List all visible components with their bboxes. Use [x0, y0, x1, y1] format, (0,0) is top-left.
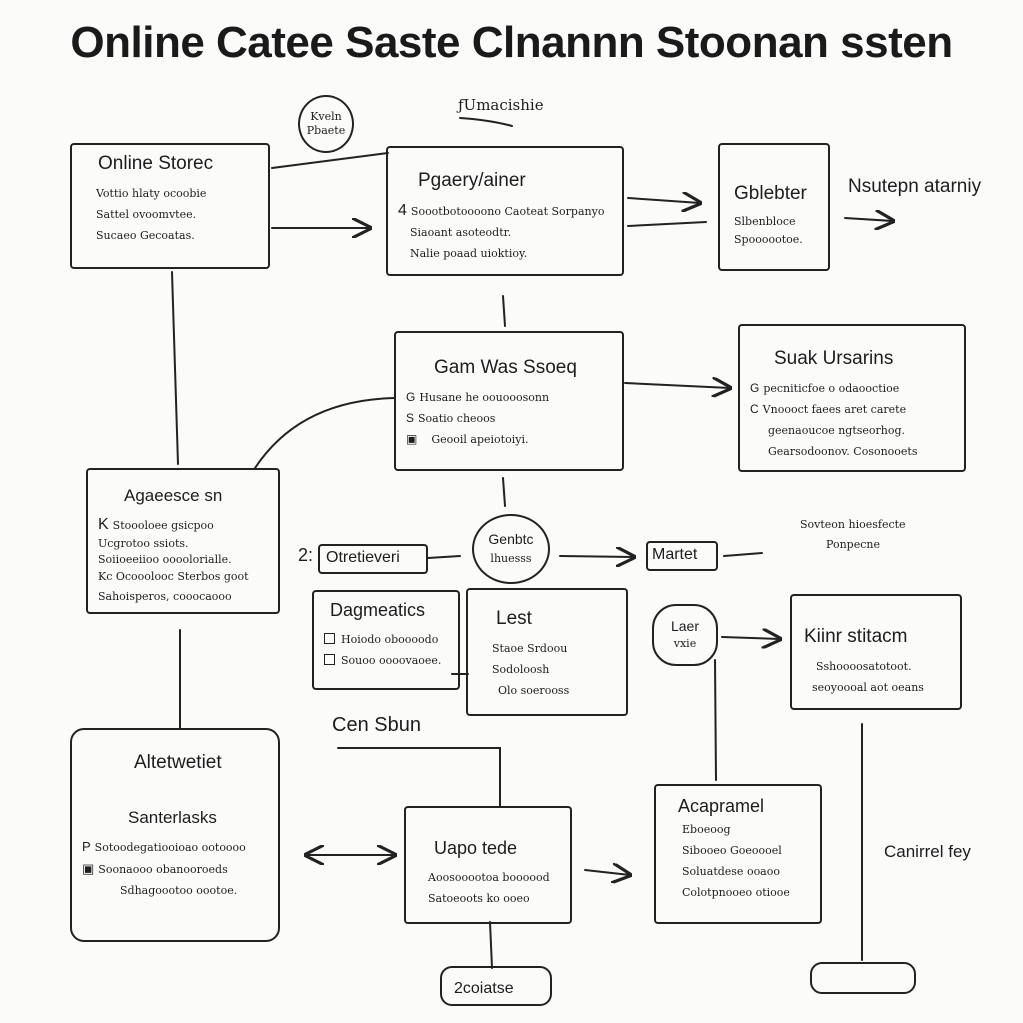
alt-mark-1: P [82, 839, 91, 854]
payment-heading: Pgaery/ainer [418, 170, 526, 191]
agreement-line-3: Soiioeeiioo oooolorialle. [98, 553, 232, 566]
alterative-heading: Altetwetiet [134, 752, 222, 773]
alterative-line-2: Soonaooo obanooroeds [98, 863, 228, 876]
acquisition-box: Acapramel Eboeoog Sibooeo Goeoooel Solua… [654, 784, 822, 924]
payment-line-3: Nalie poaad uioktioy. [410, 247, 528, 260]
online-store-heading: Online Storec [98, 153, 214, 174]
overview-label: Otretieveri [326, 549, 400, 566]
laer-circle-note: Laer vxie [652, 604, 718, 666]
agreement-heading: Agaeesce sn [124, 486, 223, 505]
su-mark-2: C [750, 402, 759, 416]
gs-mark-1: G [406, 390, 416, 404]
kiinr-box: Kiinr stitacm Sshoooosatotoot. seoyoooal… [790, 594, 962, 710]
payment-line-1: Soootbotoooono Caoteat Sorpanyo [410, 205, 605, 218]
acquisition-line-2: Sibooeo Goeoooel [682, 844, 782, 857]
scale-users-line-2: Vnoooct faees aret carete [762, 403, 907, 416]
agreement-line-1: Stoooloee gsicpoo [112, 519, 214, 532]
acquisition-line-1: Eboeoog [682, 823, 731, 836]
diagnostics-heading: Dagmeatics [330, 600, 426, 620]
top-circle-line-2: Pbaete [306, 124, 346, 137]
bottom-pill-label: 2coiatse [454, 980, 514, 997]
center-circle-line-2: lhuesss [490, 552, 532, 565]
kiinr-line-1: Sshoooosatotoot. [816, 660, 912, 673]
uapo-line-2: Satoeoots ko ooeo [428, 892, 530, 905]
diagnostics-box: Dagmeatics Hoiodo oboooodo Souoo oooovao… [312, 590, 460, 690]
payment-line-2: Siaoant asoteodtr. [410, 226, 512, 239]
agreement-line-2: Ucgrotoo ssiots. [98, 537, 189, 550]
diagnostics-line-1: Hoiodo oboooodo [341, 633, 439, 646]
gateway-line-2: Spoooootoe. [734, 233, 803, 246]
online-store-line-1: Vottio hlaty ocoobie [96, 187, 207, 200]
acquisition-line-4: Colotpnooeo otiooe [682, 886, 790, 899]
alterative-subheading: Santerlasks [128, 808, 217, 827]
con-label: Cen Sbun [332, 714, 421, 736]
gateway-line-1: Slbenbloce [734, 215, 796, 228]
diagnostics-checkbox-2 [324, 654, 335, 665]
gateway-heading: Gblebter [734, 183, 807, 204]
lest-heading: Lest [496, 608, 532, 629]
laer-circle-line-2: vxie [673, 637, 697, 650]
lest-line-3: Olo soerooss [498, 684, 570, 697]
control-label: Canirrel fey [884, 842, 971, 861]
top-circle-line-1: Kveln [310, 110, 342, 123]
uapo-line-1: Aoosooootoa boooood [428, 871, 550, 884]
gs-mark-2: S [406, 411, 415, 425]
uapo-heading: Uapo tede [434, 838, 518, 858]
gateway-store-heading: Gam Was Ssoeq [434, 357, 577, 378]
diagnostics-checkbox-1 [324, 633, 335, 644]
gateway-store-line-3: Geooil apeiotoiyi. [431, 433, 529, 446]
top-label: ƒUmacishie [458, 96, 544, 114]
gateway-store-line-2: Soatio cheoos [418, 412, 496, 425]
uapo-box: Uapo tede Aoosooootoa boooood Satoeoots … [404, 806, 572, 924]
martet-label: Martet [652, 546, 698, 563]
lest-line-1: Staoe Srdoou [492, 642, 568, 655]
kiinr-line-2: seoyoooal aot oeans [812, 681, 924, 694]
center-circle-line-1: Genbtc [488, 531, 534, 547]
alterative-line-1: Sotoodegatiooioao ootoooo [94, 841, 246, 854]
lest-box: Lest Staoe Srdoou Sodoloosh Olo soerooss [466, 588, 628, 716]
laer-circle-line-1: Laer [670, 618, 700, 634]
agreement-line-5: Sahoisperos, cooocaooo [98, 590, 232, 603]
online-store-box: Online Storec Vottio hlaty ocoobie Satte… [70, 143, 270, 269]
gateway-store-line-1: Husane he oouooosonn [419, 391, 550, 404]
alterative-line-3: Sdhagoootoo oootoe. [120, 884, 238, 897]
alt-mark-2: ▣ [82, 861, 95, 876]
agreement-line-4: Kc Ocooolooc Sterbos goot [98, 570, 249, 583]
martet-box: Martet [646, 541, 718, 571]
kiinr-heading: Kiinr stitacm [804, 626, 908, 647]
center-circle-note: Genbtc lhuesss [472, 514, 550, 584]
online-store-line-2: Sattel ovoomvtee. [96, 208, 197, 221]
overview-box: Otretieveri [318, 544, 428, 574]
right-note-line-1: Sovteon hioesfecte [800, 518, 906, 531]
payment-marker: 4 [398, 202, 407, 219]
gateway-box: Gblebter Slbenbloce Spoooootoe. [718, 143, 830, 271]
scale-users-line-1: pecniticfoe o odaooctioe [763, 382, 900, 395]
right-label: Nsutepn atarniy [848, 176, 982, 197]
scale-users-line-3: geenaoucoe ngtseorhog. [768, 424, 906, 437]
diagram-title: Online Catee Saste Clnannn Stoonan ssten [70, 18, 953, 67]
scale-users-heading: Suak Ursarins [774, 348, 894, 369]
agreement-marker: K [98, 516, 109, 533]
right-note-line-2: Ponpecne [826, 538, 880, 551]
gs-mark-3: ▣ [406, 432, 418, 446]
acquisition-line-3: Soluatdese ooaoo [682, 865, 780, 878]
su-mark-1: G [750, 381, 760, 395]
online-store-line-3: Sucaeo Gecoatas. [96, 229, 195, 242]
control-base [810, 962, 916, 994]
lest-line-2: Sodoloosh [492, 663, 550, 676]
bottom-pill: 2coiatse [440, 966, 552, 1006]
overview-marker: 2: [298, 545, 314, 565]
scale-users-line-4: Gearsodoonov. Cosonooets [768, 445, 918, 458]
diagnostics-line-2: Souoo oooovaoee. [341, 654, 442, 667]
acquisition-heading: Acapramel [678, 796, 765, 816]
top-circle-note: Kveln Pbaete [298, 95, 354, 153]
